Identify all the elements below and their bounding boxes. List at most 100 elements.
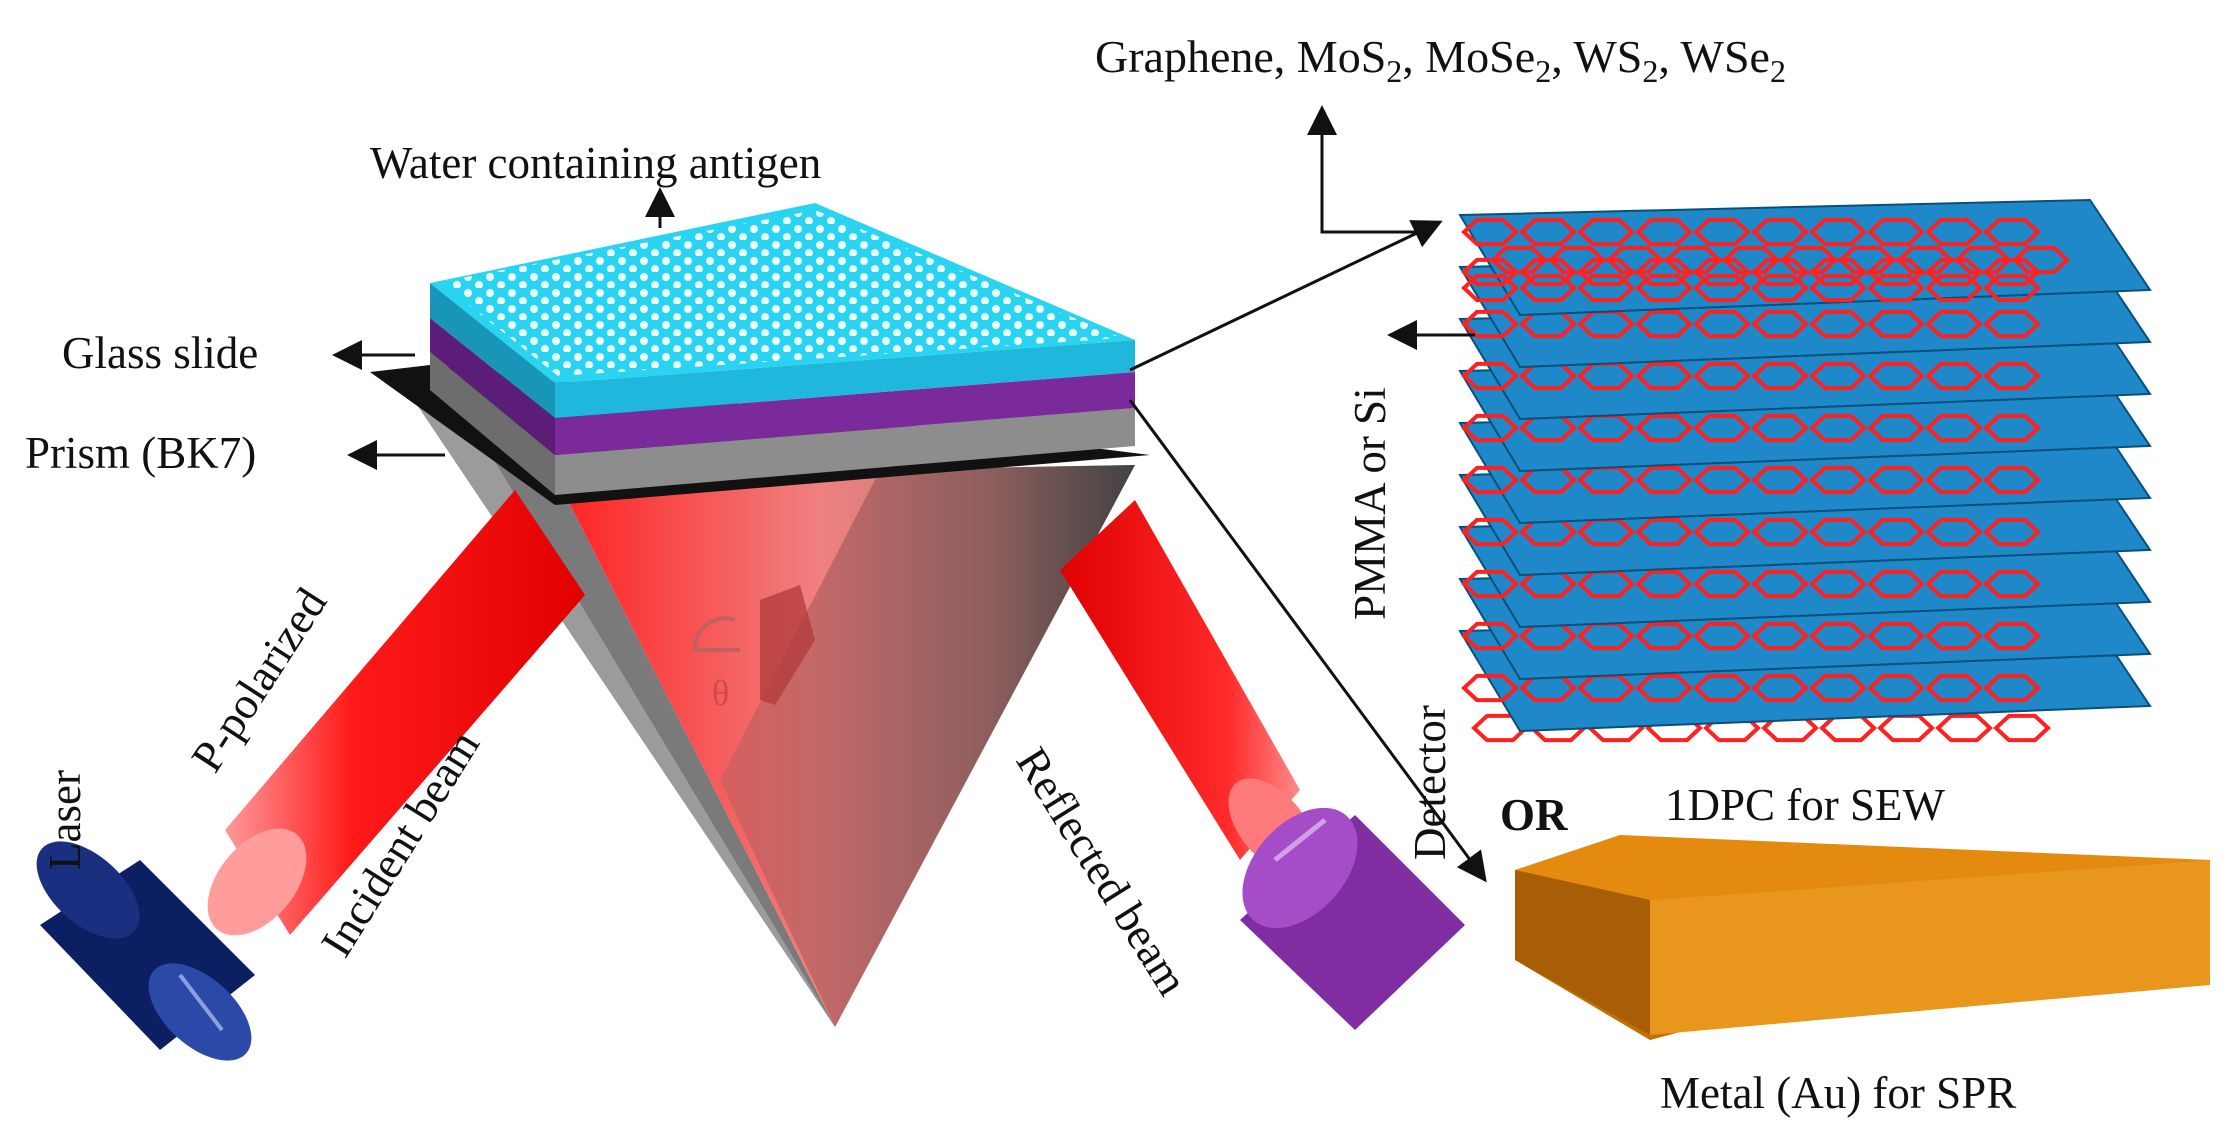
materials-graphene: Graphene, xyxy=(1095,31,1297,82)
hex-cell xyxy=(1751,217,1809,247)
hex-cell xyxy=(1461,673,1519,703)
hex-cell xyxy=(1935,713,1993,743)
hex-cell xyxy=(1925,217,1983,247)
hex-cell xyxy=(1780,245,1838,275)
water-layer-left xyxy=(430,283,555,418)
hex-cell xyxy=(1809,569,1867,599)
hex-cell xyxy=(1867,569,1925,599)
hex-cell xyxy=(1519,273,1577,303)
prism-label: Prism (BK7) xyxy=(25,428,256,478)
hex-cell xyxy=(1809,361,1867,391)
hex-cell xyxy=(1809,517,1867,547)
hex-cell xyxy=(1693,361,1751,391)
detector-label: Detector xyxy=(1405,705,1455,860)
hex-cell xyxy=(1983,517,2041,547)
1dpc-stack xyxy=(1458,198,2152,743)
hex-cell xyxy=(1867,273,1925,303)
hex-cell xyxy=(1548,245,1606,275)
materials-mos: MoS xyxy=(1297,31,1386,82)
hex-cell xyxy=(1635,569,1693,599)
hex-cell xyxy=(1461,517,1519,547)
top-honeycomb xyxy=(1461,217,2070,303)
hex-cell xyxy=(1867,673,1925,703)
hex-cell xyxy=(1693,673,1751,703)
hex-cell xyxy=(1993,713,2051,743)
stack-to-metal-arrow xyxy=(1128,399,1487,883)
hex-cell xyxy=(1925,673,1983,703)
hex-cell xyxy=(1693,465,1751,495)
hex-cell xyxy=(1461,413,1519,443)
hex-cell xyxy=(1635,673,1693,703)
hex-cell xyxy=(1635,217,1693,247)
hex-cell xyxy=(1809,673,1867,703)
hex-cell xyxy=(1635,517,1693,547)
materials-arrow xyxy=(1307,105,1430,234)
hex-cell xyxy=(1693,621,1751,651)
stack-to-dpc-arrow xyxy=(1129,220,1443,372)
hex-cell xyxy=(1461,621,1519,651)
metal-slab xyxy=(1515,835,2210,1040)
hex-cell xyxy=(1809,465,1867,495)
hex-cell xyxy=(1606,245,1664,275)
hex-cell xyxy=(1751,361,1809,391)
hex-cell xyxy=(1751,309,1809,339)
materials-sub2: 2 xyxy=(1535,53,1551,89)
hex-cell xyxy=(1983,309,2041,339)
angle-marker xyxy=(692,585,815,705)
hex-cell xyxy=(1983,465,2041,495)
hex-cell xyxy=(1867,361,1925,391)
water-layer-front xyxy=(555,340,1135,418)
materials-ws: , WS xyxy=(1551,31,1642,82)
hex-cell xyxy=(1635,309,1693,339)
hex-cell xyxy=(1635,361,1693,391)
hex-cell xyxy=(1461,273,1519,303)
hex-cell xyxy=(1838,245,1896,275)
hex-cell xyxy=(1635,465,1693,495)
hex-cell xyxy=(1867,309,1925,339)
hex-cell xyxy=(1809,273,1867,303)
materials-sub3: 2 xyxy=(1642,53,1658,89)
hex-cell xyxy=(1925,465,1983,495)
water-label: Water containing antigen xyxy=(370,138,821,188)
hex-cell xyxy=(1925,273,1983,303)
materials-mose: , MoSe xyxy=(1402,31,1535,82)
hex-cell xyxy=(1664,245,1722,275)
laser-source xyxy=(36,841,255,1061)
hex-cell xyxy=(1925,361,1983,391)
leader-lines xyxy=(332,105,1487,883)
hex-cell xyxy=(1751,569,1809,599)
hex-cell xyxy=(1983,621,2041,651)
hex-cell xyxy=(1867,517,1925,547)
sensor-stack xyxy=(430,203,1135,495)
hex-cell xyxy=(1751,621,1809,651)
hex-cell xyxy=(1461,257,1519,287)
hex-cell xyxy=(1693,517,1751,547)
hex-cell xyxy=(1896,245,1954,275)
hex-cell xyxy=(1461,309,1519,339)
hex-cell xyxy=(1867,413,1925,443)
hex-cell xyxy=(1751,413,1809,443)
hex-cell xyxy=(1693,569,1751,599)
hex-cell xyxy=(1983,569,2041,599)
hex-cell xyxy=(1809,413,1867,443)
hex-cell xyxy=(1751,517,1809,547)
hex-cell xyxy=(1751,273,1809,303)
hex-cell xyxy=(1751,673,1809,703)
hex-cell xyxy=(1954,245,2012,275)
glass-layer-front xyxy=(555,408,1135,495)
hex-cell xyxy=(1867,465,1925,495)
hex-cell xyxy=(1983,217,2041,247)
glass-layer-left xyxy=(430,352,555,495)
hex-cell xyxy=(1809,621,1867,651)
theta-label: θ xyxy=(712,673,729,713)
metal-layer-left xyxy=(430,318,555,455)
hex-cell xyxy=(1983,413,2041,443)
hex-cell xyxy=(1577,217,1635,247)
hex-cell xyxy=(1751,465,1809,495)
incident-beam xyxy=(207,490,585,936)
hex-cell xyxy=(2012,245,2070,275)
hex-cell xyxy=(1877,713,1935,743)
hex-cell xyxy=(1983,673,2041,703)
or-label: OR xyxy=(1500,790,1568,840)
materials-sub1: 2 xyxy=(1386,53,1402,89)
